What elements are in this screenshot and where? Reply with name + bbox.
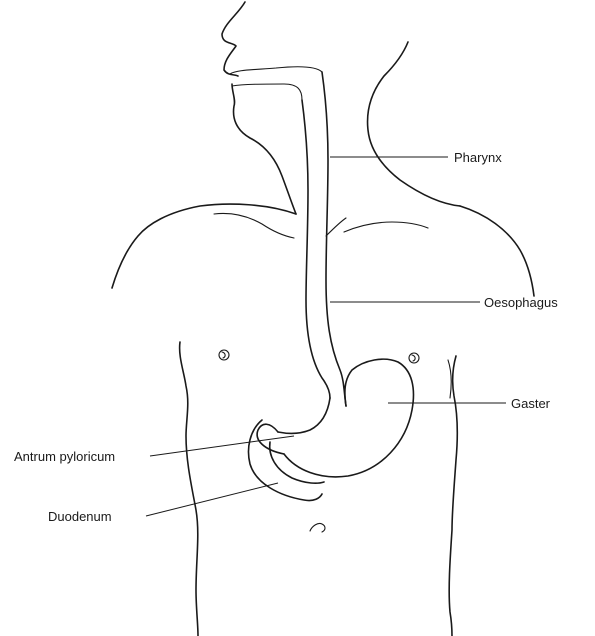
oesophagus-tube: [302, 72, 346, 406]
antrum-leader: [150, 436, 294, 456]
label-duodenum: Duodenum: [48, 509, 112, 524]
label-antrum-pyloricum: Antrum pyloricum: [14, 449, 115, 464]
torso-outline: [180, 342, 458, 636]
leader-lines: [146, 157, 506, 516]
shoulders: [112, 204, 534, 296]
stomach: [278, 359, 413, 477]
label-oesophagus: Oesophagus: [484, 295, 558, 310]
face-profile: [222, 2, 322, 214]
neck-back: [368, 42, 460, 206]
labels: Pharynx Oesophagus Gaster Antrum pyloric…: [14, 150, 558, 524]
navel: [310, 523, 325, 532]
label-pharynx: Pharynx: [454, 150, 502, 165]
duodenum-leader: [146, 483, 278, 516]
duodenum-loop: [249, 420, 325, 501]
label-gaster: Gaster: [511, 396, 551, 411]
